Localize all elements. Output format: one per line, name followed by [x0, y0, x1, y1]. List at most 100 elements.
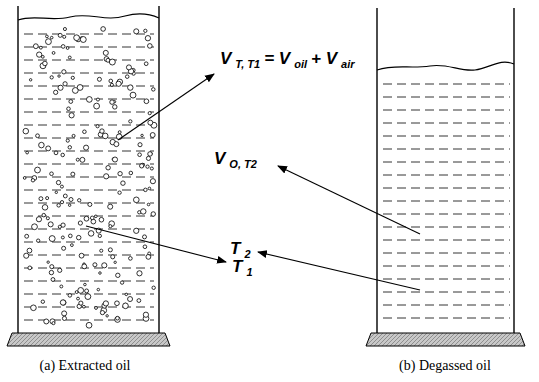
cylinder-wall — [17, 6, 18, 333]
air-bubble — [152, 286, 155, 289]
air-bubble — [141, 209, 146, 214]
cylinder-a — [7, 6, 170, 346]
dash-line — [24, 164, 154, 165]
cylinder-base — [7, 333, 170, 346]
air-bubble — [138, 153, 142, 157]
air-bubble — [88, 231, 94, 237]
air-bubble — [140, 164, 144, 168]
air-bubble — [137, 299, 141, 303]
air-bubble — [72, 88, 78, 94]
air-bubble — [78, 199, 81, 202]
air-bubble — [62, 311, 67, 316]
air-bubble — [31, 305, 37, 311]
caption: (b) Degassed oil — [399, 358, 491, 374]
air-bubble — [49, 236, 55, 242]
air-bubble — [61, 45, 65, 49]
air-bubble — [103, 301, 108, 306]
air-bubble — [99, 272, 102, 275]
air-bubble — [148, 187, 151, 190]
air-bubble — [56, 180, 60, 184]
dash-line — [383, 162, 510, 163]
oil-dashes — [383, 84, 510, 318]
air-bubble — [44, 319, 49, 324]
air-bubble — [148, 44, 153, 49]
air-bubble — [90, 216, 94, 220]
air-bubble — [25, 234, 29, 238]
air-bubble — [37, 239, 40, 242]
air-bubble — [62, 246, 66, 250]
symbol: + V — [311, 49, 337, 68]
dash-line — [24, 320, 154, 321]
air-bubble — [146, 165, 149, 168]
air-bubble — [95, 306, 98, 309]
air-bubble — [70, 244, 73, 247]
air-bubble — [75, 291, 78, 294]
dash-line — [24, 307, 154, 308]
dash-line — [383, 266, 510, 267]
air-bubble — [143, 235, 147, 239]
air-bubble — [71, 76, 74, 79]
air-bubble — [63, 35, 66, 38]
air-bubble — [133, 197, 139, 203]
air-bubble — [50, 319, 55, 324]
air-bubble — [146, 156, 150, 160]
air-bubble — [79, 301, 83, 305]
air-bubble — [98, 234, 101, 237]
air-bubble — [96, 125, 99, 128]
air-bubble — [144, 188, 148, 192]
dash-line — [383, 188, 510, 189]
air-bubble — [113, 105, 117, 109]
air-bubble — [23, 128, 29, 134]
air-bubble — [36, 134, 40, 138]
air-bubble — [109, 59, 115, 65]
air-bubble — [80, 157, 85, 162]
air-bubble — [78, 288, 84, 294]
air-bubble — [112, 157, 117, 162]
subscript: 2 — [244, 248, 250, 260]
air-bubble — [150, 167, 153, 170]
air-bubble — [61, 153, 65, 157]
air-bubble — [152, 88, 156, 92]
air-bubble — [96, 98, 99, 101]
air-bubble — [60, 185, 63, 188]
air-bubble — [74, 35, 80, 41]
volume-equation: VT, T1= Voil+ Vair — [220, 50, 359, 70]
dash-line — [383, 305, 510, 306]
cylinder-wall — [158, 6, 159, 333]
air-bubble — [50, 265, 54, 269]
dash-line — [383, 227, 510, 228]
air-bubble — [28, 266, 32, 270]
air-bubble — [116, 81, 121, 86]
air-bubble — [86, 322, 92, 328]
air-bubble — [58, 268, 62, 272]
air-bubble — [68, 294, 72, 298]
air-bubble — [104, 174, 109, 179]
cylinder-base — [366, 333, 525, 346]
oil-dashes — [24, 34, 154, 320]
dash-line — [383, 149, 510, 150]
air-bubble — [39, 197, 43, 201]
subscript: 1 — [246, 266, 252, 278]
air-bubble — [118, 191, 121, 194]
air-bubble — [46, 197, 49, 200]
air-bubbles — [23, 27, 157, 329]
air-bubble — [146, 254, 151, 259]
air-bubble — [41, 300, 44, 303]
dash-line — [24, 86, 154, 87]
air-bubble — [61, 223, 65, 227]
air-bubble — [69, 100, 73, 104]
air-bubble — [97, 288, 100, 291]
air-bubble — [109, 79, 113, 83]
air-bubble — [51, 278, 55, 282]
air-bubble — [129, 120, 132, 123]
air-bubble — [63, 27, 66, 30]
dash-line — [24, 190, 154, 191]
air-bubble — [68, 146, 71, 149]
air-bubble — [151, 212, 155, 216]
air-bubble — [82, 264, 87, 269]
symbol: V — [220, 49, 231, 68]
air-bubble — [148, 252, 151, 255]
air-bubble — [134, 29, 139, 34]
air-bubble — [32, 224, 38, 230]
air-bubble — [67, 107, 71, 111]
